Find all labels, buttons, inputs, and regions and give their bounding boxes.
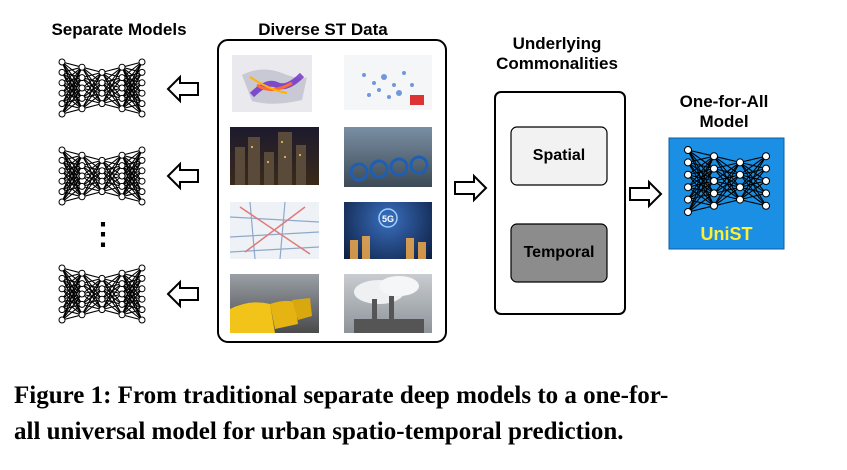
arrow-right-icon xyxy=(454,173,488,203)
commonalities-label: Commonalities xyxy=(496,54,618,73)
factory-pollution-tile xyxy=(344,274,432,333)
neural-network-icon xyxy=(58,58,146,118)
svg-text:5G: 5G xyxy=(382,214,394,224)
5g-network-tile: 5G xyxy=(344,202,432,259)
road-network-tile xyxy=(230,202,319,259)
spatial-label: Spatial xyxy=(532,147,586,164)
underlying-commonalities-title: Underlying Commonalities xyxy=(482,34,632,74)
one-for-all-label: One-for-All xyxy=(679,92,769,111)
diverse-st-data-title: Diverse ST Data xyxy=(258,20,388,39)
separate-networks xyxy=(58,58,146,324)
city-scatter-map-tile xyxy=(344,55,432,110)
data-frame xyxy=(217,39,447,343)
night-city-tile xyxy=(230,127,319,185)
arrow-left-icon xyxy=(166,161,199,191)
temporal-box xyxy=(510,223,608,283)
caption-line-1: Figure 1: From traditional separate deep… xyxy=(14,382,669,409)
taxi-tile xyxy=(230,274,319,333)
figure-caption: Figure 1: From traditional separate deep… xyxy=(14,378,834,450)
underlying-label: Underlying xyxy=(512,34,602,53)
temporal-label: Temporal xyxy=(523,244,595,261)
unist-brand-label: UniST xyxy=(700,224,753,244)
trajectory-heatmap-tile xyxy=(232,55,312,112)
neural-network-icon xyxy=(58,146,146,206)
arrow-right-icon xyxy=(629,179,663,209)
neural-network-icon xyxy=(684,146,770,216)
arrow-left-icon xyxy=(166,74,199,104)
bike-station-tile xyxy=(344,127,432,187)
one-for-all-model-title: One-for-All Model xyxy=(660,92,788,132)
more-models-ellipsis: ⋮ xyxy=(88,218,118,251)
caption-line-2: all universal model for urban spatio-tem… xyxy=(14,418,624,445)
unist-network xyxy=(684,146,770,216)
arrow-left-icon xyxy=(166,279,199,309)
neural-network-icon xyxy=(58,264,146,324)
model-label: Model xyxy=(699,112,749,131)
right-arrows xyxy=(454,173,663,209)
spatial-box xyxy=(510,126,608,186)
left-arrows xyxy=(166,74,199,309)
separate-models-title: Separate Models xyxy=(51,20,187,39)
